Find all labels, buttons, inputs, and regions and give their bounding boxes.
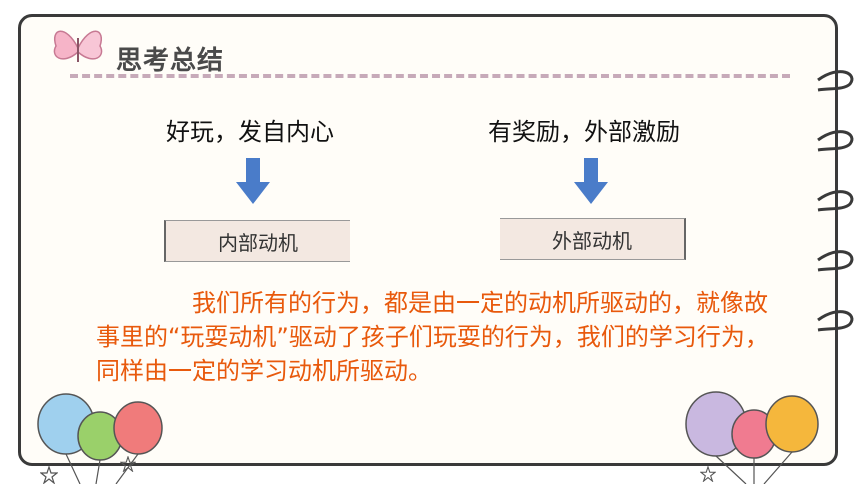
title-divider <box>70 74 790 78</box>
right-phrase: 有奖励，外部激励 <box>488 118 680 146</box>
note-card <box>18 14 838 466</box>
down-arrow-icon <box>236 158 270 204</box>
butterfly-icon <box>53 30 103 62</box>
notebook-ring-icon <box>817 70 854 332</box>
balloon-icon <box>685 391 819 484</box>
summary-paragraph: 我们所有的行为，都是由一定的动机所驱动的，就像故事里的“玩耍动机”驱动了孩子们玩… <box>96 289 769 385</box>
star-icon <box>120 456 136 472</box>
page-title: 思考总结 <box>116 46 225 76</box>
star-icon <box>700 466 716 482</box>
external-motivation-tag: 外部动机 <box>500 218 686 260</box>
left-phrase: 好玩，发自内心 <box>166 118 334 146</box>
tag-label: 外部动机 <box>552 228 632 253</box>
balloon-icon <box>37 393 163 484</box>
internal-motivation-tag: 内部动机 <box>164 220 350 262</box>
star-icon <box>40 466 58 484</box>
down-arrow-icon <box>574 158 608 204</box>
tag-label: 内部动机 <box>218 230 298 255</box>
